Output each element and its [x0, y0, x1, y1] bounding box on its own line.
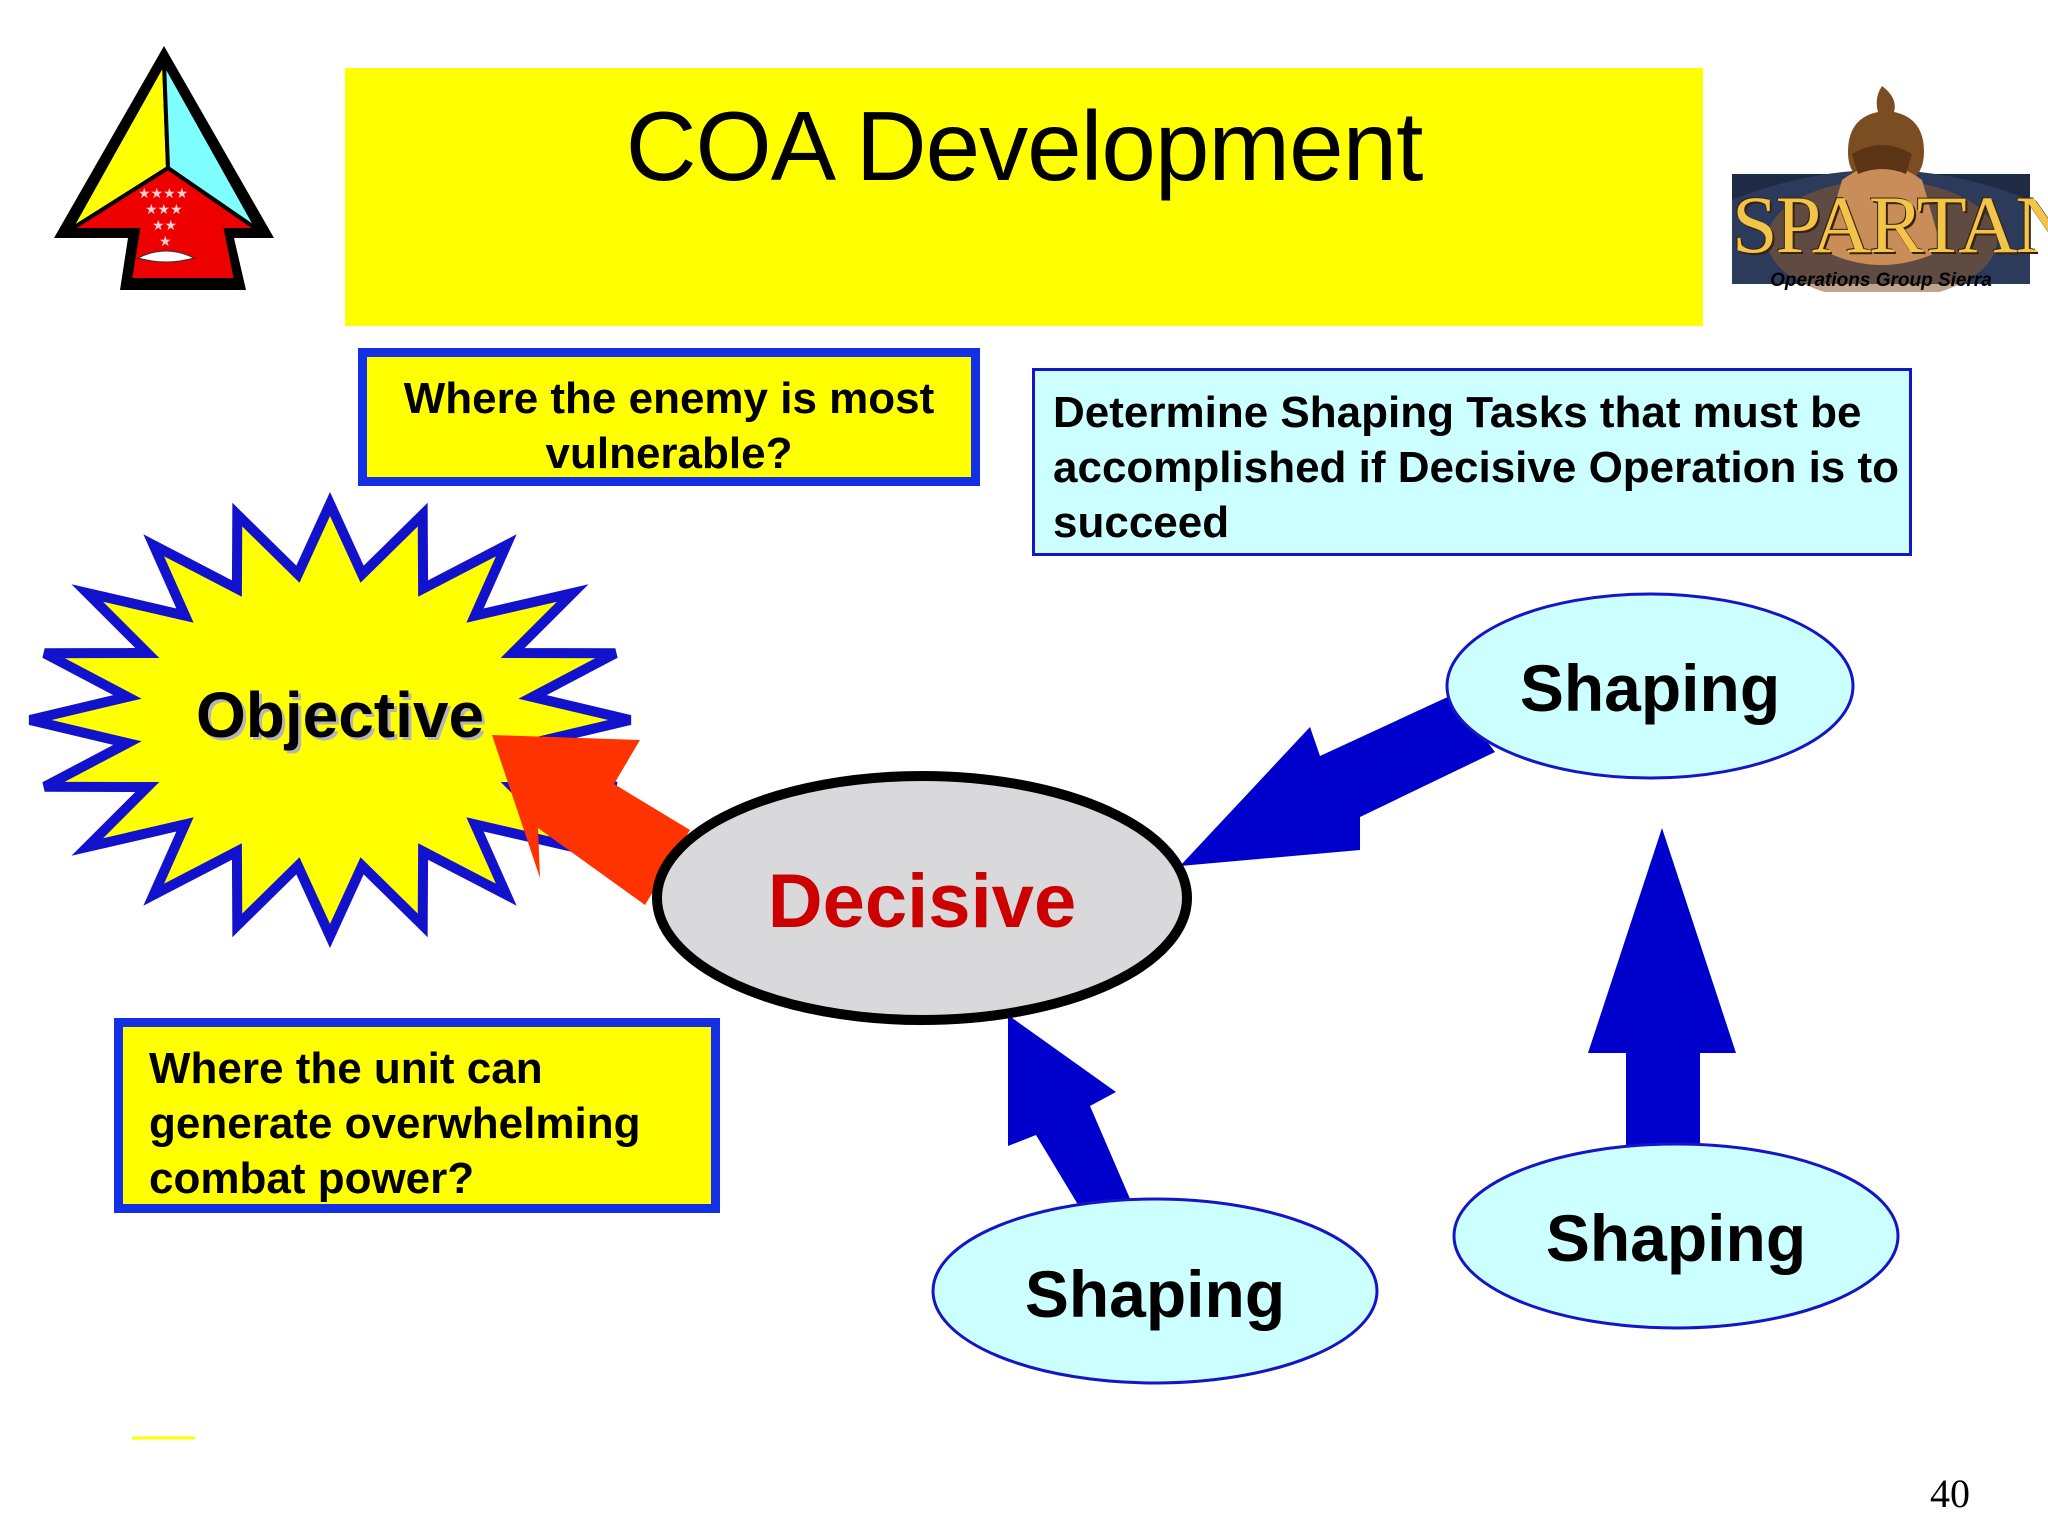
shaping-bottom-center-ellipse: [931, 1197, 1379, 1385]
spartan-subtitle: Operations Group Sierra: [1770, 270, 1992, 291]
decisive-to-objective-arrow: [492, 735, 690, 905]
objective-label: Objective: [195, 679, 485, 751]
spartan-warrior-icon: [1732, 86, 2030, 292]
svg-text:★: ★: [159, 234, 172, 250]
slide-title: COA Development: [625, 91, 1424, 201]
shaping-bottom-center-label: Shaping: [1024, 1257, 1286, 1331]
triangle-unit-insignia-icon: ★★★★ ★★★ ★★ ★: [54, 46, 274, 290]
page-number: 40: [1930, 1471, 1970, 1516]
shaping-top-right-ellipse: [1445, 592, 1855, 780]
decisive-ellipse: [652, 771, 1192, 1025]
spartan-wordmark: SPARTAN: [1732, 179, 2048, 270]
callout-shaping-tasks-text: Determine Shaping Tasks that must be acc…: [1053, 388, 1900, 547]
callout-unit-power-text: Where the unit can generate overwhelming…: [149, 1044, 641, 1203]
callout-shaping-tasks: Determine Shaping Tasks that must be acc…: [1032, 368, 1912, 556]
shaping-bottom-right-label: Shaping: [1545, 1201, 1807, 1275]
shaping-top-right-label: Shaping: [1519, 651, 1781, 725]
svg-text:★★: ★★: [152, 218, 177, 234]
callout-enemy-vulnerable: Where the enemy is most vulnerable?: [358, 348, 980, 486]
svg-text:★★★★: ★★★★: [138, 186, 188, 202]
shaping-bottom-right-ellipse: [1452, 1142, 1900, 1330]
callout-unit-power: Where the unit can generate overwhelming…: [114, 1018, 720, 1213]
objective-starburst: [28, 491, 632, 949]
shaping-top-right-arrow: [1180, 695, 1495, 866]
svg-text:★★★: ★★★: [145, 202, 183, 218]
title-banner: COA Development: [345, 68, 1703, 326]
shaping-bottom-right-arrow: [1588, 828, 1736, 1146]
callout-enemy-vulnerable-text: Where the enemy is most vulnerable?: [403, 374, 935, 478]
decisive-label: Decisive: [767, 859, 1077, 944]
shaping-bottom-center-arrow: [1008, 1015, 1134, 1208]
